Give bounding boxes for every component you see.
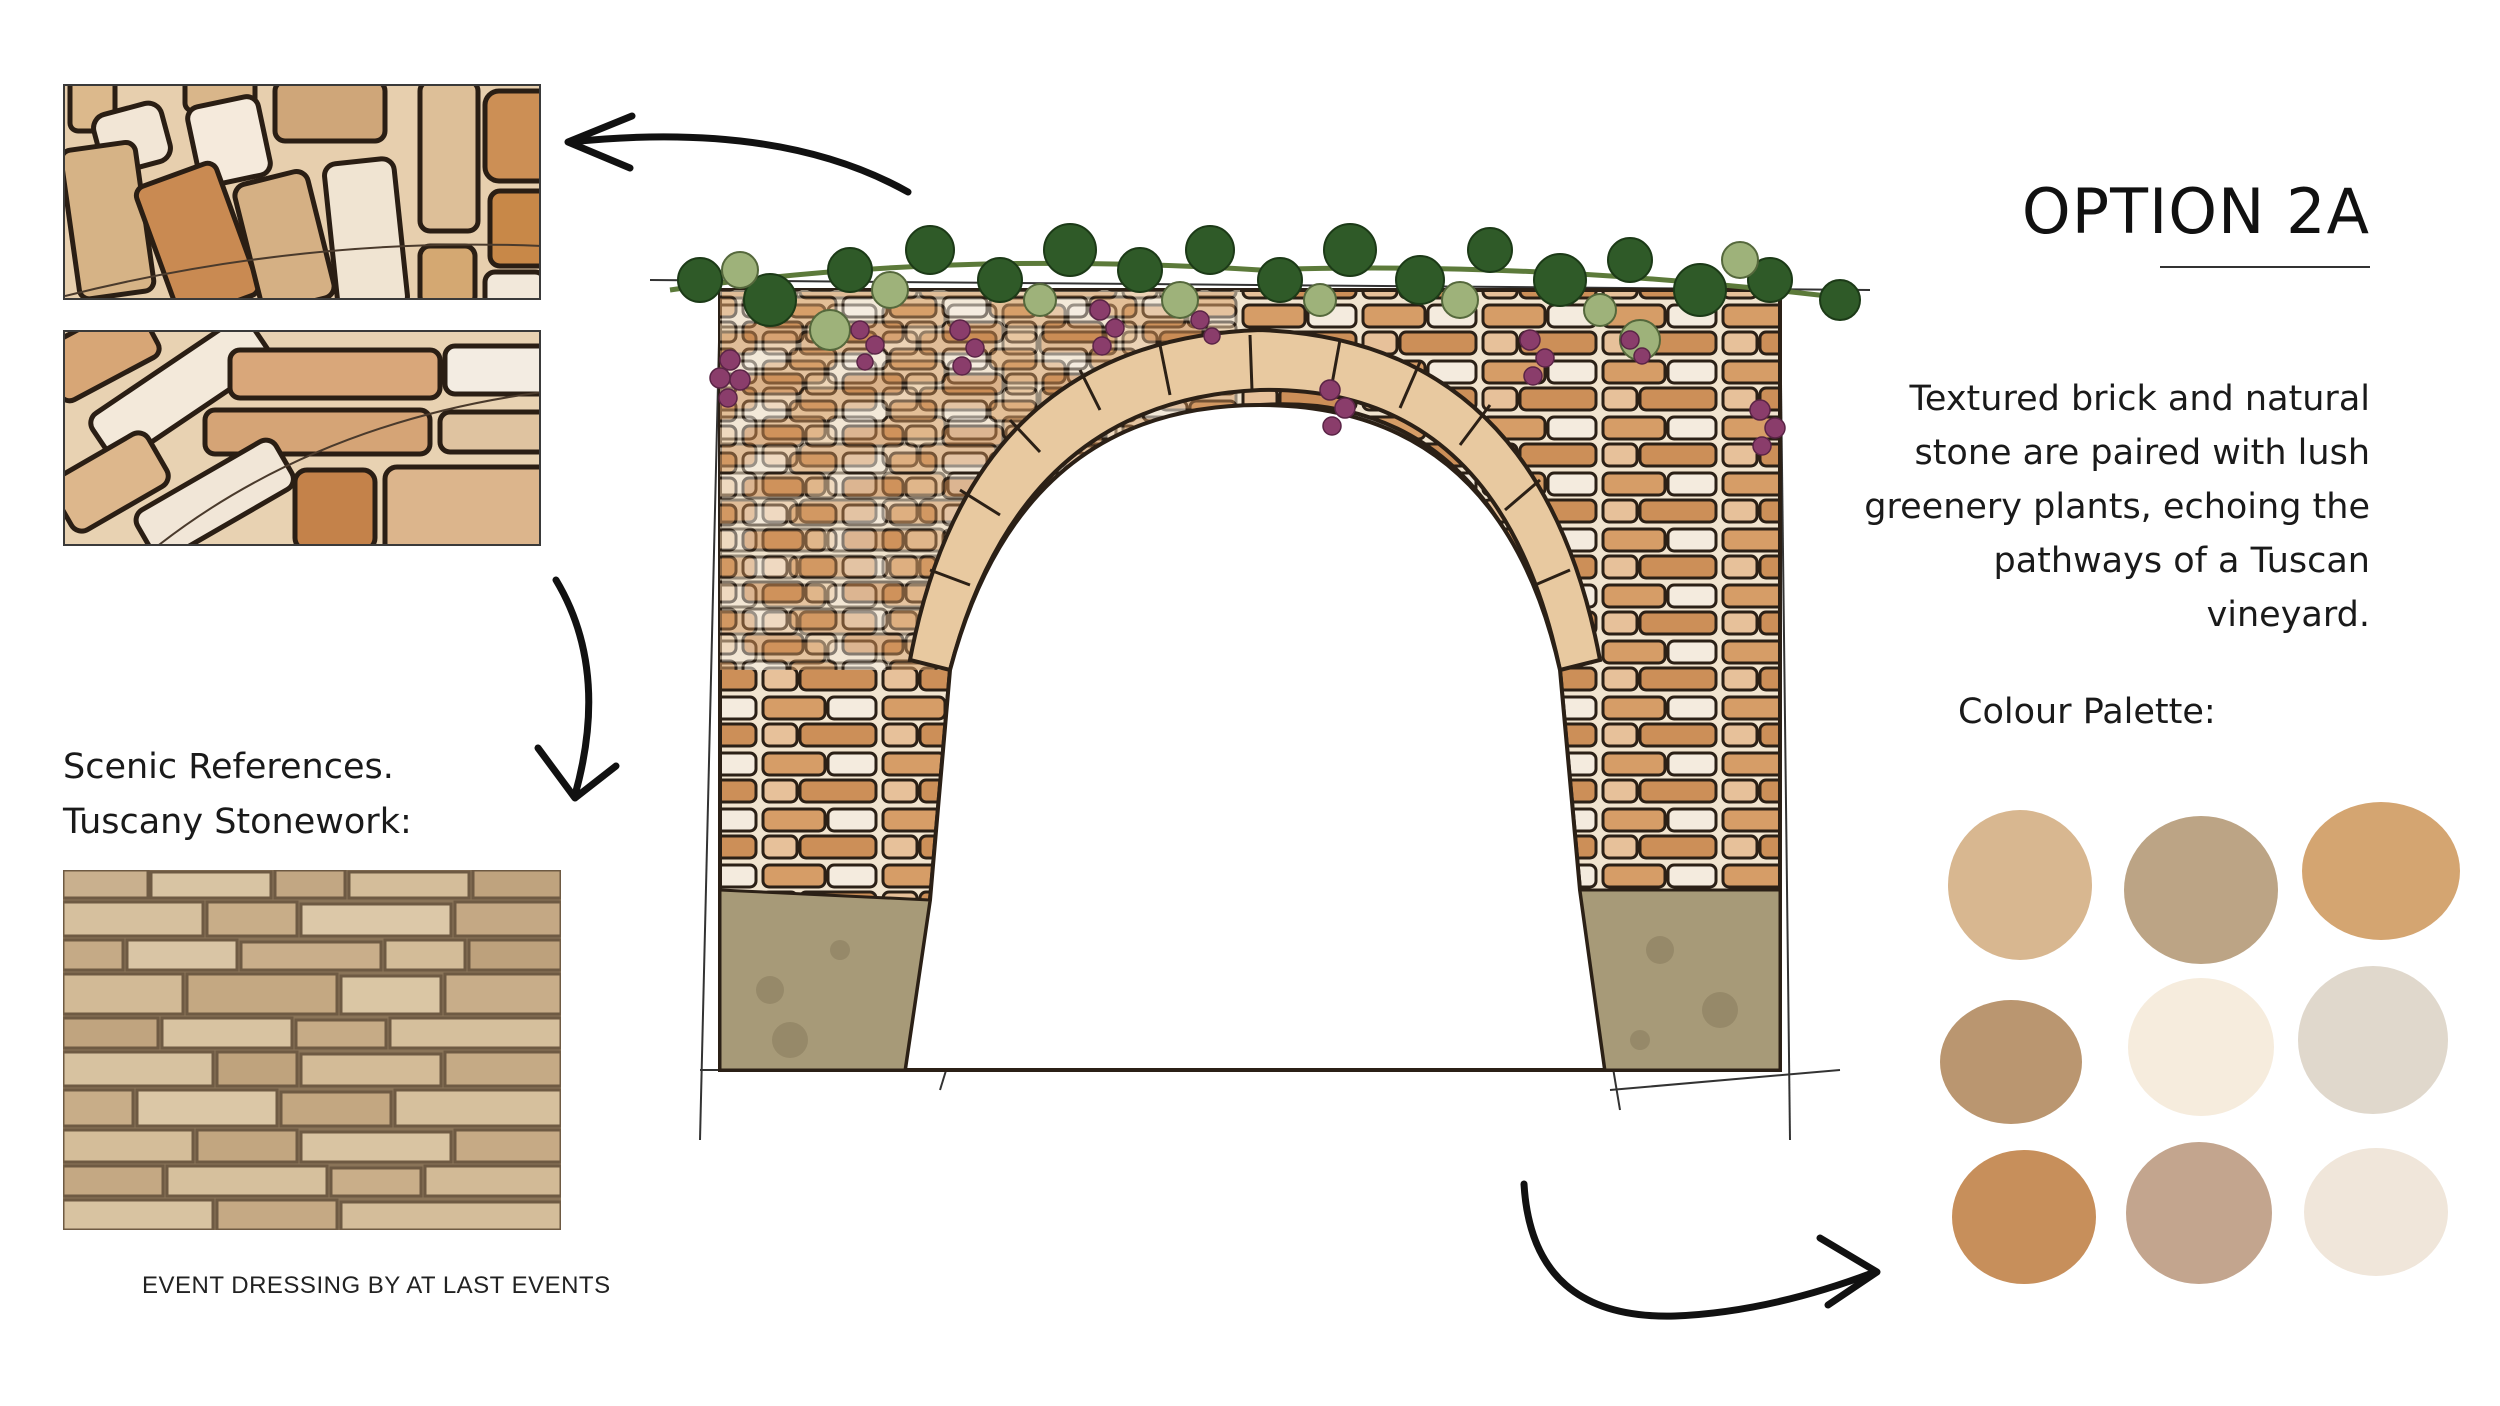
scenic-label-line1: Scenic References. xyxy=(63,747,394,787)
event-credit: EVENT DRESSING BY AT LAST EVENTS xyxy=(142,1272,611,1299)
palette-swatch-stone-grey xyxy=(2298,966,2448,1114)
scenic-label-line2: Tuscany Stonework: xyxy=(63,802,412,842)
curved-arrow-right-icon xyxy=(1520,1180,1881,1320)
palette-swatch-caramel xyxy=(2302,802,2460,940)
palette-swatch-ivory xyxy=(2304,1148,2448,1276)
option-description: Textured brick and natural stone are pai… xyxy=(1864,379,2370,635)
palette-swatch-cream xyxy=(2128,978,2274,1116)
scenic-references-label: Scenic References. Tuscany Stonework: xyxy=(63,740,412,850)
stone-texture-detail-1 xyxy=(63,84,541,300)
curved-arrow-left-icon xyxy=(564,112,912,196)
palette-swatch-clay xyxy=(1940,1000,2082,1124)
stone-arch-illustration xyxy=(649,223,1871,1141)
page-title: OPTION 2A xyxy=(2021,175,2370,248)
stone-texture-detail-2 xyxy=(63,330,541,546)
palette-swatch-sand xyxy=(1948,810,2092,960)
title-divider xyxy=(2160,266,2370,268)
palette-swatch-mushroom xyxy=(2126,1142,2272,1284)
curved-arrow-down-icon xyxy=(534,576,620,802)
colour-palette-label: Colour Palette: xyxy=(1958,692,2216,732)
tuscany-stonework-photo xyxy=(63,870,561,1230)
palette-swatch-terracotta xyxy=(1952,1150,2096,1284)
palette-swatch-taupe xyxy=(2124,816,2278,964)
